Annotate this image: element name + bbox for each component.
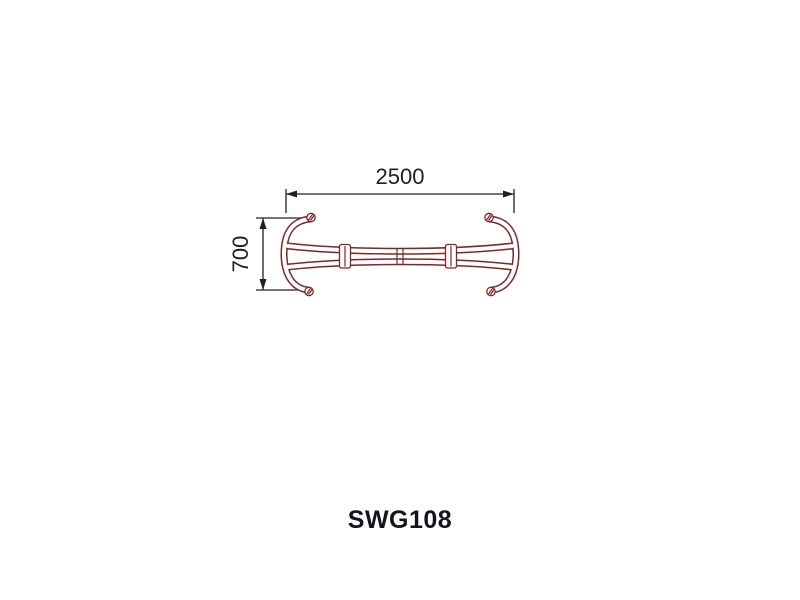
- width-dimension-label: 2500: [376, 164, 425, 189]
- left-end-curve-tube-core: [281, 217, 312, 292]
- cap-hatch: [308, 289, 313, 295]
- end-cap-bottom-right: [486, 286, 496, 297]
- cap-hatch: [308, 214, 313, 221]
- cap-hatch: [310, 215, 315, 221]
- arrowhead-right: [503, 190, 514, 198]
- right-end-curve-tube-core: [488, 217, 519, 292]
- end-cap-top-right: [484, 212, 494, 223]
- width-dimension: 2500: [285, 164, 515, 213]
- cap-hatch: [490, 289, 495, 295]
- arrowhead-top: [259, 218, 267, 229]
- cap-hatch: [488, 288, 493, 295]
- right-clamp-bracket: [444, 243, 458, 269]
- top-rail-tube-core: [286, 244, 514, 254]
- center-joint: [396, 248, 404, 265]
- left-clamp-bracket: [338, 243, 352, 269]
- bottom-rail-tube-core: [286, 259, 514, 269]
- cap-hatch: [486, 214, 491, 221]
- product-code-label: SWG108: [348, 506, 452, 534]
- arrowhead-bottom: [259, 279, 267, 290]
- height-dimension-label: 700: [228, 236, 253, 273]
- end-cap-top-left: [306, 212, 316, 223]
- frame-outline: [280, 212, 520, 297]
- end-cap-bottom-left: [304, 286, 314, 297]
- arrowhead-left: [286, 190, 297, 198]
- height-dimension: 700: [228, 217, 304, 291]
- cap-hatch: [488, 215, 493, 221]
- cap-hatch: [306, 288, 311, 295]
